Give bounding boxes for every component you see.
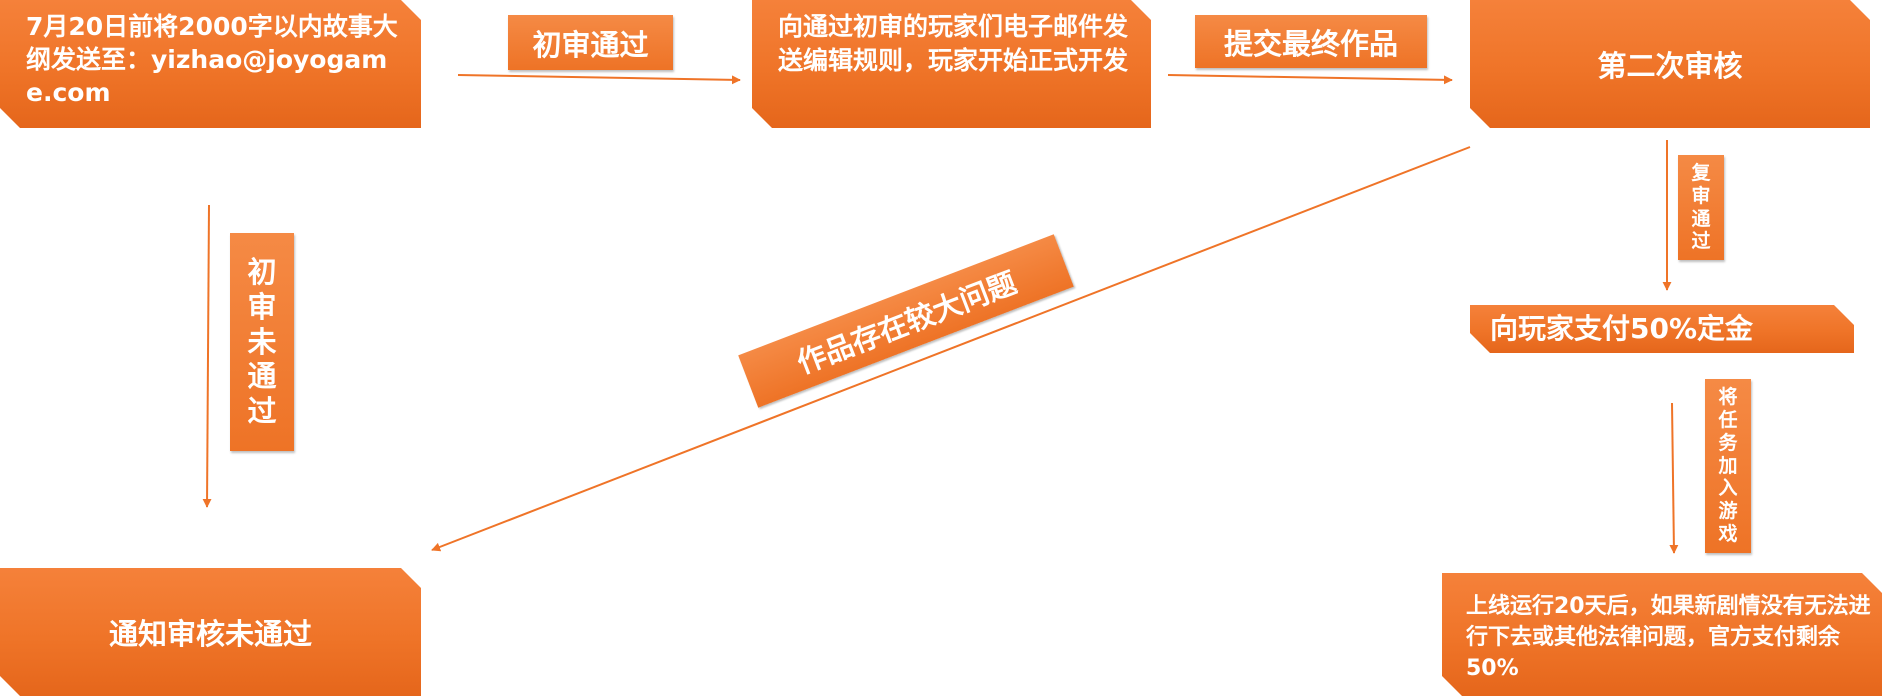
node-final-payment: 上线运行20天后，如果新剧情没有无法进行下去或其他法律问题，官方支付剩余50%	[1442, 573, 1882, 696]
label-recheck-pass: 复 审 通 过	[1678, 155, 1724, 260]
label-add-to-game: 将 任 务 加 入 游 戏	[1705, 379, 1751, 553]
node-pay-deposit: 向玩家支付50%定金	[1470, 305, 1854, 353]
label-recheck-pass-char: 通	[1691, 207, 1711, 230]
label-recheck-pass-char: 审	[1691, 184, 1711, 207]
label-first-fail-char: 审	[247, 289, 277, 324]
node-notify-fail: 通知审核未通过	[0, 568, 421, 696]
label-add-to-game-char: 游	[1718, 500, 1738, 523]
node-notify-fail-text: 通知审核未通过	[108, 617, 312, 651]
node-final-payment-text: 上线运行20天后，如果新剧情没有无法进行下去或其他法律问题，官方支付剩余50%	[1466, 594, 1871, 681]
label-first-pass-text: 初审通过	[532, 27, 649, 62]
node-submit-outline-text: 7月20日前将2000字以内故事大纲发送至：yizhao@joyogame.co…	[26, 12, 398, 107]
label-submit-final: 提交最终作品	[1195, 15, 1427, 68]
node-second-review: 第二次审核	[1470, 0, 1870, 128]
arrow-submit-to-fail	[202, 204, 212, 508]
label-add-to-game-char: 任	[1718, 409, 1738, 431]
node-second-review-text: 第二次审核	[1597, 49, 1743, 83]
label-add-to-game-char: 将	[1718, 386, 1738, 409]
label-add-to-game-char: 务	[1718, 431, 1738, 454]
node-send-rules-text: 向通过初审的玩家们电子邮件发送编辑规则，玩家开始正式开发	[778, 12, 1129, 75]
label-first-fail-char: 通	[247, 359, 277, 394]
label-add-to-game-char: 入	[1718, 477, 1738, 500]
label-first-pass: 初审通过	[508, 15, 673, 70]
label-first-fail-char: 未	[247, 324, 277, 359]
label-submit-final-text: 提交最终作品	[1223, 26, 1398, 61]
arrow-deposit-to-final	[1669, 402, 1679, 554]
label-recheck-pass-char: 复	[1691, 161, 1711, 184]
node-submit-outline: 7月20日前将2000字以内故事大纲发送至：yizhao@joyogame.co…	[0, 0, 421, 128]
arrow-submit-to-rules	[457, 74, 741, 85]
label-add-to-game-char: 戏	[1718, 522, 1738, 545]
node-send-rules: 向通过初审的玩家们电子邮件发送编辑规则，玩家开始正式开发	[752, 0, 1151, 128]
label-first-fail-char: 过	[247, 394, 277, 429]
label-add-to-game-char: 加	[1718, 454, 1738, 477]
node-pay-deposit-text: 向玩家支付50%定金	[1490, 312, 1754, 345]
arrow-review-to-fail	[431, 146, 1471, 552]
arrow-rules-to-second-review	[1167, 74, 1453, 85]
label-recheck-pass-char: 过	[1691, 230, 1711, 253]
label-first-fail: 初 审 未 通 过	[230, 233, 294, 451]
label-first-fail-char: 初	[247, 255, 277, 289]
